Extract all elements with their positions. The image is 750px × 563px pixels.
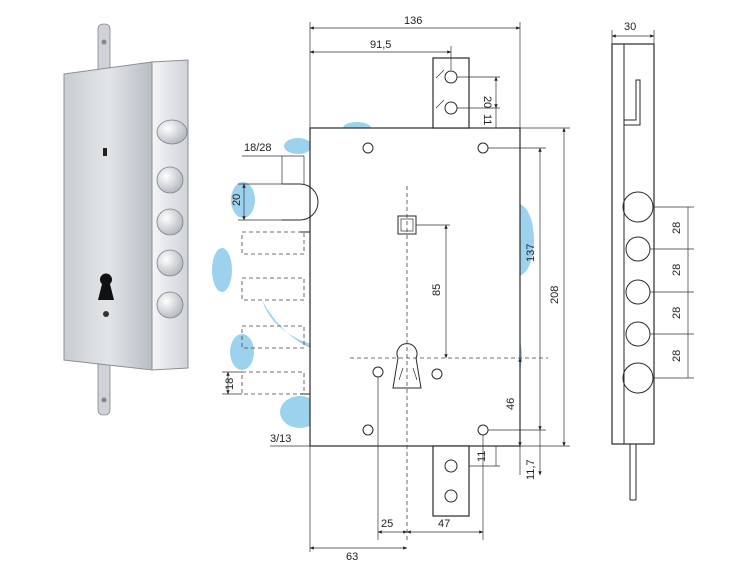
dim-bolt-height: 20 — [231, 194, 243, 206]
dim-pitch-3: 28 — [671, 307, 683, 319]
dim-bottom-gap: 11 — [476, 451, 488, 462]
dim-top-plate-gap: 11 — [481, 114, 493, 125]
dim-spindle-to-cylinder: 85 — [431, 284, 443, 296]
side-elevation — [611, 43, 655, 501]
dim-overall-width: 136 — [404, 15, 422, 27]
dim-overall-height: 208 — [549, 286, 561, 304]
dim-bottom-offset: 11,7 — [525, 459, 537, 480]
dim-edge-offset: 3/13 — [270, 433, 291, 445]
dim-top-plate-height: 20 — [481, 96, 493, 108]
dim-side-width: 30 — [624, 21, 636, 33]
dim-backset: 63 — [346, 551, 358, 563]
front-elevation — [241, 57, 548, 540]
dim-cylinder-to-bottom: 46 — [505, 398, 517, 410]
dim-pitch-1: 28 — [671, 222, 683, 234]
dim-hole-spacing: 137 — [525, 244, 537, 262]
front-dimensions: 136 91,5 20 11 18/28 20 18 3/13 8 — [222, 15, 570, 563]
dim-cylinder-offset: 25 — [381, 518, 393, 530]
side-dimensions: 30 28 28 28 28 — [611, 21, 694, 379]
dim-pitch-4: 28 — [671, 350, 683, 362]
dim-pitch-2: 28 — [671, 264, 683, 276]
dim-bolt-head: 18/28 — [244, 142, 272, 154]
lock-photo — [63, 23, 189, 416]
dim-lower-bolt: 18 — [224, 378, 236, 390]
dim-top-plate-offset: 91,5 — [370, 39, 391, 51]
dim-hole-offset: 47 — [438, 518, 450, 530]
